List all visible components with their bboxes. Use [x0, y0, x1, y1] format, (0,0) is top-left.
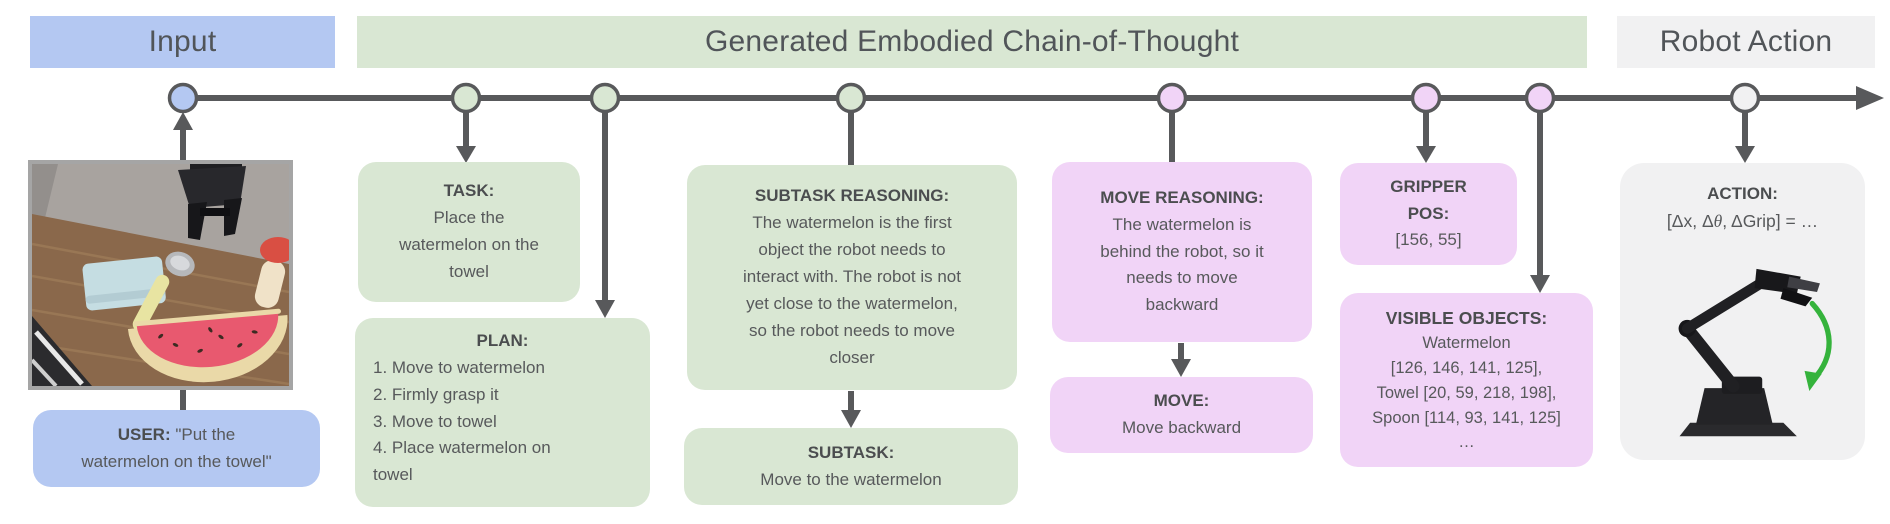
watermelon-seeds — [158, 327, 258, 353]
robot-lower-link — [1680, 321, 1740, 392]
spoon-shape — [132, 251, 195, 332]
robot-wrist — [1754, 268, 1801, 294]
rotation-arrow-icon — [1804, 300, 1832, 391]
task-body: Place the watermelon on the towel — [399, 208, 539, 281]
action-title: ACTION: — [1707, 184, 1778, 203]
user-instruction-text: USER: "Put the watermelon on the towel" — [81, 424, 272, 471]
robot-base-body — [1695, 387, 1773, 425]
camera-image-art — [32, 164, 289, 386]
visible-objects-ellipsis: … — [1458, 433, 1475, 452]
connector-node-to-action — [1735, 112, 1755, 163]
move-reasoning-body: The watermelon is behind the robot, so i… — [1100, 214, 1264, 315]
robot-finger-upper — [1786, 276, 1820, 292]
move-reasoning-title: MOVE REASONING: — [1100, 187, 1264, 207]
connector-node-to-plan — [595, 112, 615, 318]
timeline-arrowhead-icon — [1856, 86, 1884, 110]
timeline-node-subtask — [835, 82, 867, 114]
timeline-node-gripper — [1410, 82, 1442, 114]
robot-base-plate — [1679, 422, 1797, 436]
timeline-node-task — [450, 82, 482, 114]
header-robot-action-label: Robot Action — [1659, 25, 1833, 58]
move-body: Move backward — [1121, 418, 1242, 437]
move-title: MOVE: — [1153, 391, 1210, 411]
connector-node-to-visible-objects — [1530, 112, 1550, 293]
action-box: ACTION: [Δx, Δθ, ΔGrip] = … — [1620, 163, 1865, 460]
plan-title: PLAN: — [476, 331, 529, 350]
robot-upper-link — [1681, 276, 1768, 334]
header-robot-action: Robot Action — [1617, 16, 1875, 68]
robot-gripper-shape — [178, 164, 246, 240]
header-input: Input — [30, 16, 335, 68]
subtask-reasoning-box: SUBTASK REASONING: The watermelon is the… — [687, 165, 1017, 390]
visible-objects-line: Watermelon — [1422, 334, 1511, 353]
connector-reasoning-to-move — [1171, 343, 1191, 377]
robot-arm-image — [1678, 268, 1832, 436]
connector-node-to-task — [456, 112, 476, 163]
plan-box: PLAN: 1. Move to watermelon 2. Firmly gr… — [355, 318, 650, 507]
visible-objects-line: Spoon [114, 93, 141, 125] — [1372, 408, 1561, 427]
timeline-node-plan — [589, 82, 621, 114]
subtask-reasoning-body: The watermelon is the first object the r… — [743, 213, 961, 367]
header-chain-of-thought: Generated Embodied Chain-of-Thought — [357, 16, 1587, 68]
camera-image — [28, 160, 293, 390]
move-reasoning-box: MOVE REASONING: The watermelon is behind… — [1052, 162, 1312, 342]
robot-finger-lower — [1780, 287, 1812, 306]
connector-image-to-node — [173, 112, 193, 160]
subtask-box: SUBTASK: Move to the watermelon — [684, 428, 1018, 505]
task-box: TASK: Place the watermelon on the towel — [358, 162, 580, 302]
subtask-title: SUBTASK: — [807, 442, 895, 462]
gripper-pos-box: GRIPPER POS: [156, 55] — [1340, 163, 1517, 265]
timeline-node-objects — [1524, 82, 1556, 114]
timeline-node-action — [1729, 82, 1761, 114]
timeline-node-input — [167, 82, 199, 114]
user-label: USER: — [117, 424, 171, 444]
gripper-pos-title: GRIPPER POS: — [1390, 176, 1467, 223]
header-input-label: Input — [148, 25, 217, 58]
user-instruction-box: USER: "Put the watermelon on the towel" — [33, 410, 320, 487]
visible-objects-line: [126, 146, 141, 125], — [1390, 359, 1543, 377]
action-formula: [Δx, Δθ, ΔGrip] = … — [1666, 210, 1819, 231]
visible-objects-line: Towel [20, 59, 218, 198], — [1376, 383, 1557, 402]
plan-items: 1. Move to watermelon 2. Firmly grasp it… — [373, 357, 551, 485]
towel-shape — [82, 256, 166, 311]
robot-base-edge-shape — [32, 316, 92, 386]
subtask-body: Move to the watermelon — [760, 469, 942, 489]
connector-reasoning-to-subtask — [841, 391, 861, 428]
watermelon-shape — [127, 308, 288, 383]
header-chain-of-thought-label: Generated Embodied Chain-of-Thought — [705, 25, 1239, 58]
subtask-reasoning-title: SUBTASK REASONING: — [754, 186, 950, 206]
mushroom-toy-shape — [254, 237, 289, 308]
timeline-node-move — [1156, 82, 1188, 114]
visible-objects-title: VISIBLE OBJECTS: — [1385, 308, 1548, 328]
connector-node-to-gripper-pos — [1416, 112, 1436, 163]
wall-corner — [32, 164, 58, 230]
visible-objects-box: VISIBLE OBJECTS: Watermelon [126, 146, 1… — [1340, 293, 1593, 467]
task-title: TASK: — [443, 181, 495, 201]
gripper-pos-value: [156, 55] — [1395, 230, 1462, 250]
move-box: MOVE: Move backward — [1050, 377, 1313, 453]
